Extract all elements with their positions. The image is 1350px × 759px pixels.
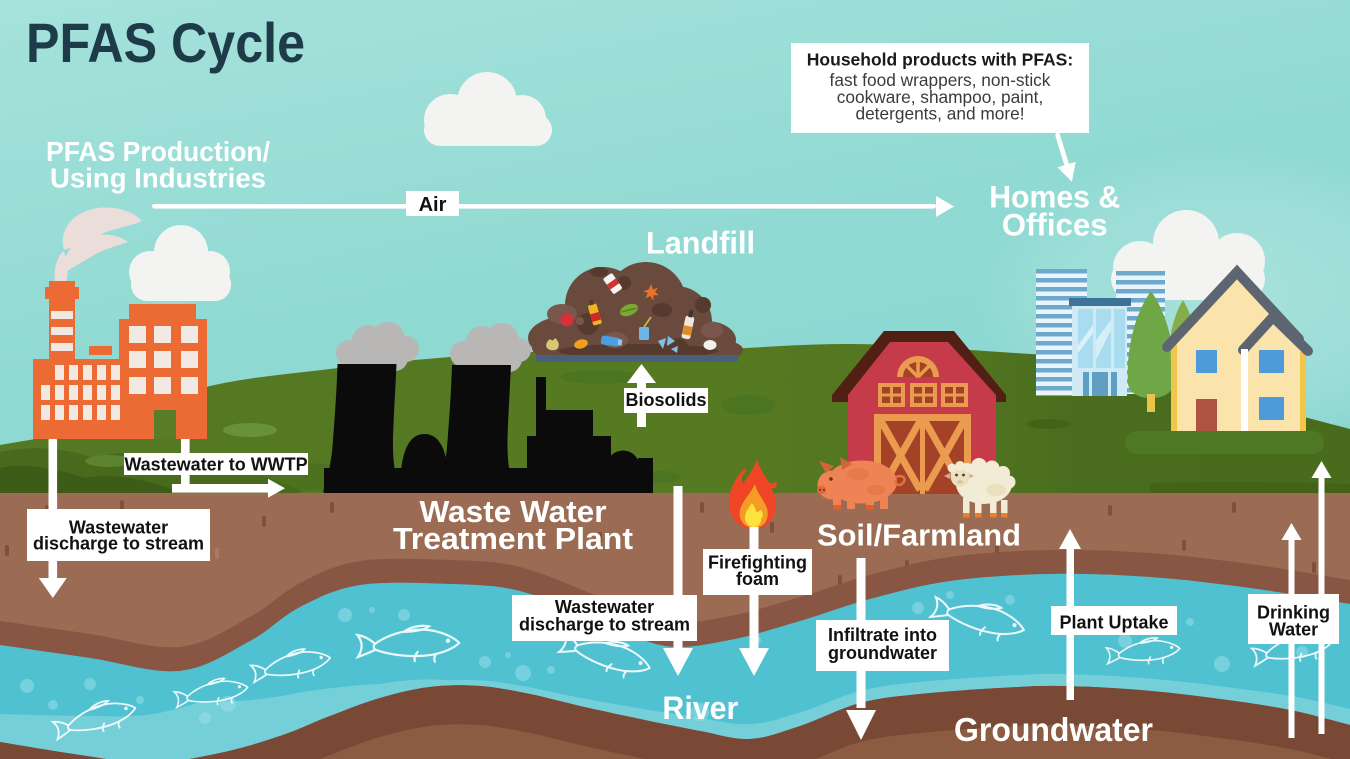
svg-text:Wastewater: Wastewater [555,597,654,617]
svg-text:Groundwater: Groundwater [954,711,1153,748]
svg-text:Landfill: Landfill [646,224,755,260]
svg-text:Firefighting: Firefighting [708,553,807,573]
svg-text:Soil/Farmland: Soil/Farmland [817,517,1021,552]
svg-text:Treatment Plant: Treatment Plant [393,522,633,556]
svg-text:Water: Water [1269,620,1318,640]
svg-text:Infiltrate into: Infiltrate into [828,625,937,645]
svg-text:cookware, shampoo, paint,: cookware, shampoo, paint, [837,87,1044,107]
svg-text:foam: foam [736,569,779,589]
svg-text:PFAS Production/: PFAS Production/ [46,136,270,167]
svg-text:Using Industries: Using Industries [50,163,266,194]
svg-text:River: River [662,690,738,726]
svg-text:Waste Water: Waste Water [420,495,607,529]
svg-text:Plant Uptake: Plant Uptake [1059,613,1168,633]
svg-text:groundwater: groundwater [828,643,937,663]
svg-text:discharge to stream: discharge to stream [33,534,204,554]
svg-text:discharge to stream: discharge to stream [519,615,690,635]
svg-text:detergents, and more!: detergents, and more! [855,104,1024,124]
svg-text:Offices: Offices [1002,206,1108,242]
svg-text:PFAS Cycle: PFAS Cycle [26,11,305,74]
svg-text:Biosolids: Biosolids [625,390,706,410]
svg-text:Homes &: Homes & [989,178,1120,214]
svg-text:Air: Air [419,194,447,216]
svg-text:fast food wrappers, non-stick: fast food wrappers, non-stick [830,70,1051,90]
svg-text:Wastewater: Wastewater [69,518,168,538]
svg-text:Household products with PFAS:: Household products with PFAS: [807,50,1073,70]
svg-text:Drinking: Drinking [1257,603,1330,623]
svg-text:Wastewater to WWTP: Wastewater to WWTP [124,455,307,475]
